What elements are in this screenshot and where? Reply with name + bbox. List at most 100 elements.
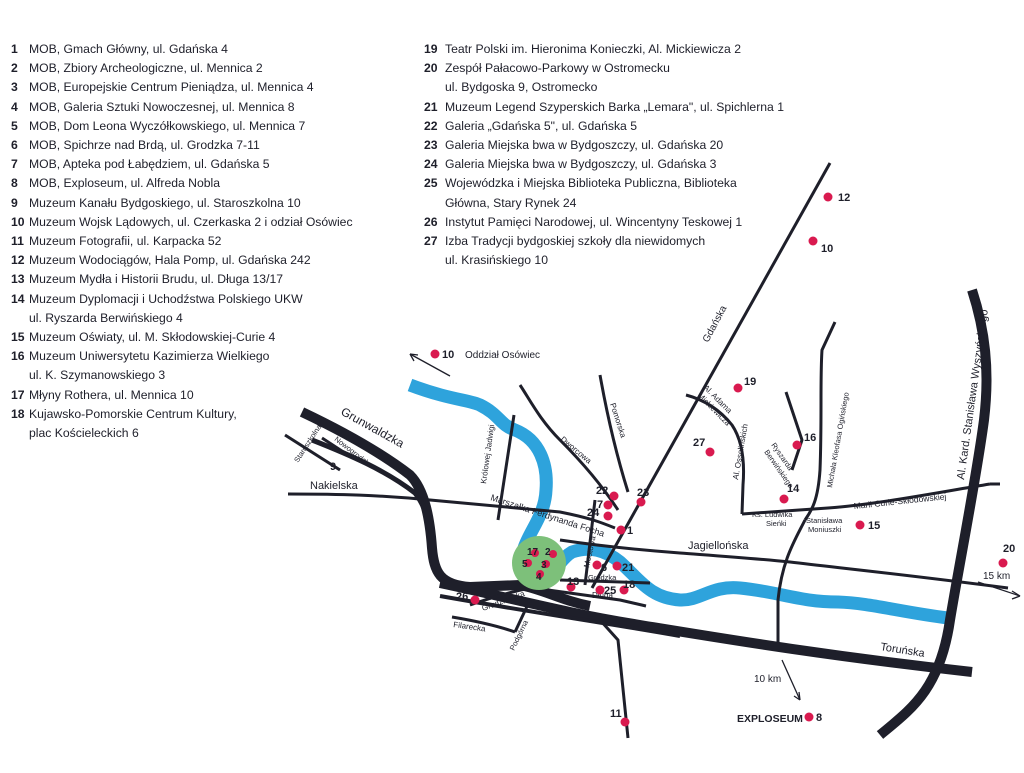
legend-item-text: Muzeum Fotografii, ul. Karpacka 52 <box>29 234 222 249</box>
marker-dot-1 <box>616 525 626 535</box>
marker-dot-11 <box>620 717 630 727</box>
label-dworcowa: Dworcowa <box>559 435 594 466</box>
marker-dot-24 <box>603 511 613 521</box>
road-jagiellonska <box>559 538 1009 590</box>
legend-item-number: 10 <box>11 214 25 229</box>
legend-item: 4 MOB, Galeria Sztuki Nowoczesnej, ul. Me… <box>11 98 353 117</box>
marker-dot-8 <box>804 712 814 722</box>
marker-label-23: 23 <box>637 487 649 499</box>
legend-item-text: Muzeum Uniwersytetu Kazimierza Wielkiego <box>29 349 270 364</box>
legend-item-number: 12 <box>11 253 25 268</box>
marker-dot-5 <box>524 559 532 567</box>
legend-item-number: 19 <box>424 42 438 56</box>
marker-label-27: 27 <box>693 437 705 449</box>
label-15km: 15 km <box>983 571 1010 582</box>
marker-label-16: 16 <box>804 432 816 444</box>
road-grunwaldzka-b <box>311 437 438 569</box>
legend-item: 5 MOB, Dom Leona Wyczółkowskiego, ul. Men… <box>11 117 353 136</box>
legend-item-text: Muzeum Legend Szyperskich Barka „Lemara"… <box>445 99 784 114</box>
marker-label-3: 3 <box>541 560 547 571</box>
marker-dot-15 <box>855 520 865 530</box>
legend-item-text: Galeria Miejska bwa w Bydgoszczy, ul. Gd… <box>445 138 724 153</box>
legend-item-number: 23 <box>424 138 438 153</box>
marker-label-14: 14 <box>787 483 800 495</box>
road-ogninskiego <box>803 321 837 521</box>
legend-item-text: Muzeum Dyplomacji i Uchodźstwa Polskiego… <box>29 291 303 306</box>
marker-dot-2 <box>549 550 557 558</box>
legend-item-number: 18 <box>11 406 25 421</box>
legend-item-number: 20 <box>424 61 438 76</box>
road-gdanska <box>590 162 832 589</box>
marker-label-26: 26 <box>456 591 468 603</box>
legend-item-number: 4 <box>11 99 18 114</box>
marker-dot-27 <box>705 447 715 457</box>
legend-item: 21 Muzeum Legend Szyperskich Barka „Lemar… <box>424 98 784 117</box>
legend-item-text: Wojewódzka i Miejska Biblioteka Publiczn… <box>445 176 737 191</box>
legend-item-text: MOB, Exploseum, ul. Alfreda Nobla <box>29 176 221 191</box>
marker-dot-21 <box>612 561 622 571</box>
legend-item-text: Galeria „Gdańska 5", ul. Gdańska 5 <box>445 118 637 133</box>
legend-item-number: 5 <box>11 118 18 133</box>
marker-dot-12 <box>823 192 833 202</box>
road-moniuszki <box>776 519 807 650</box>
legend-item-text: MOB, Dom Leona Wyczółkowskiego, ul. Menn… <box>29 118 306 133</box>
marker-label-7: 7 <box>597 499 603 511</box>
road-pomorska <box>598 374 630 493</box>
road-wyszynskiego <box>876 288 992 739</box>
old-town-island <box>512 536 566 590</box>
arrow-10km <box>781 659 801 701</box>
marker-dot-13 <box>566 582 576 592</box>
label-krolowej-jadwigi: Królowej Jadwigi <box>479 424 496 484</box>
road-berwinskiego <box>784 391 804 471</box>
legend-item: 23 Galeria Miejska bwa w Bydgoszczy, ul. … <box>424 136 784 155</box>
label-exploseum: EXPLOSEUM <box>737 713 803 725</box>
label-sienki-1: Ks. Ludwika <box>752 510 793 519</box>
legend-item-number: 9 <box>11 195 18 210</box>
legend-item-number: 6 <box>11 138 18 153</box>
legend-item-text: MOB, Gmach Główny, ul. Gdańska 4 <box>29 42 228 56</box>
legend-item-text: Teatr Polski im. Hieronima Konieczki, Al… <box>445 42 741 56</box>
legend-item-text: MOB, Galeria Sztuki Nowoczesnej, ul. Men… <box>29 99 295 114</box>
legend-item-number: 21 <box>424 99 438 114</box>
marker-label-22: 22 <box>596 485 608 497</box>
legend-item-text: MOB, Europejskie Centrum Pieniądza, ul. … <box>29 80 314 95</box>
road-staroszkolna <box>284 433 341 472</box>
marker-dot-17 <box>531 549 539 557</box>
legend-item-number: 26 <box>424 214 438 229</box>
marker-label-12: 12 <box>838 192 850 204</box>
label-oddzial-osowiec: Oddział Osówiec <box>465 350 540 361</box>
road-ossolinskich <box>741 482 991 516</box>
road-dluga <box>547 588 647 608</box>
legend-item-text: Muzeum Mydła i Historii Brudu, ul. Długa… <box>29 272 284 287</box>
legend-item: 3 MOB, Europejskie Centrum Pieniądza, ul.… <box>11 78 353 97</box>
label-curie: Marii Curie-Skłodowskiej <box>853 491 947 511</box>
marker-dot-18 <box>619 585 629 595</box>
road-nakielska <box>287 492 616 530</box>
legend-item-text: MOB, Zbiory Archeologiczne, ul. Mennica … <box>29 61 263 76</box>
legend-item-number: 3 <box>11 80 18 95</box>
marker-dot-7 <box>603 500 613 510</box>
marker-dot-3 <box>542 560 550 568</box>
legend-item: ul. Ryszarda Berwińskiego 4 <box>11 309 353 328</box>
marker-label-8: 8 <box>816 712 822 724</box>
marker-label-25: 25 <box>604 585 616 597</box>
marker-dot-26 <box>470 595 480 605</box>
label-podgorna: Podgórna <box>508 618 531 652</box>
legend-item-text: ul. K. Szymanowskiego 3 <box>29 368 166 383</box>
marker-dot-10b <box>808 236 818 246</box>
marker-label-18: 18 <box>623 579 635 591</box>
marker-label-24: 24 <box>587 507 600 519</box>
arrow-osowiec <box>409 353 451 377</box>
legend-item: ul. Krasińskiego 10 <box>424 251 784 270</box>
road-torunska <box>438 578 973 677</box>
